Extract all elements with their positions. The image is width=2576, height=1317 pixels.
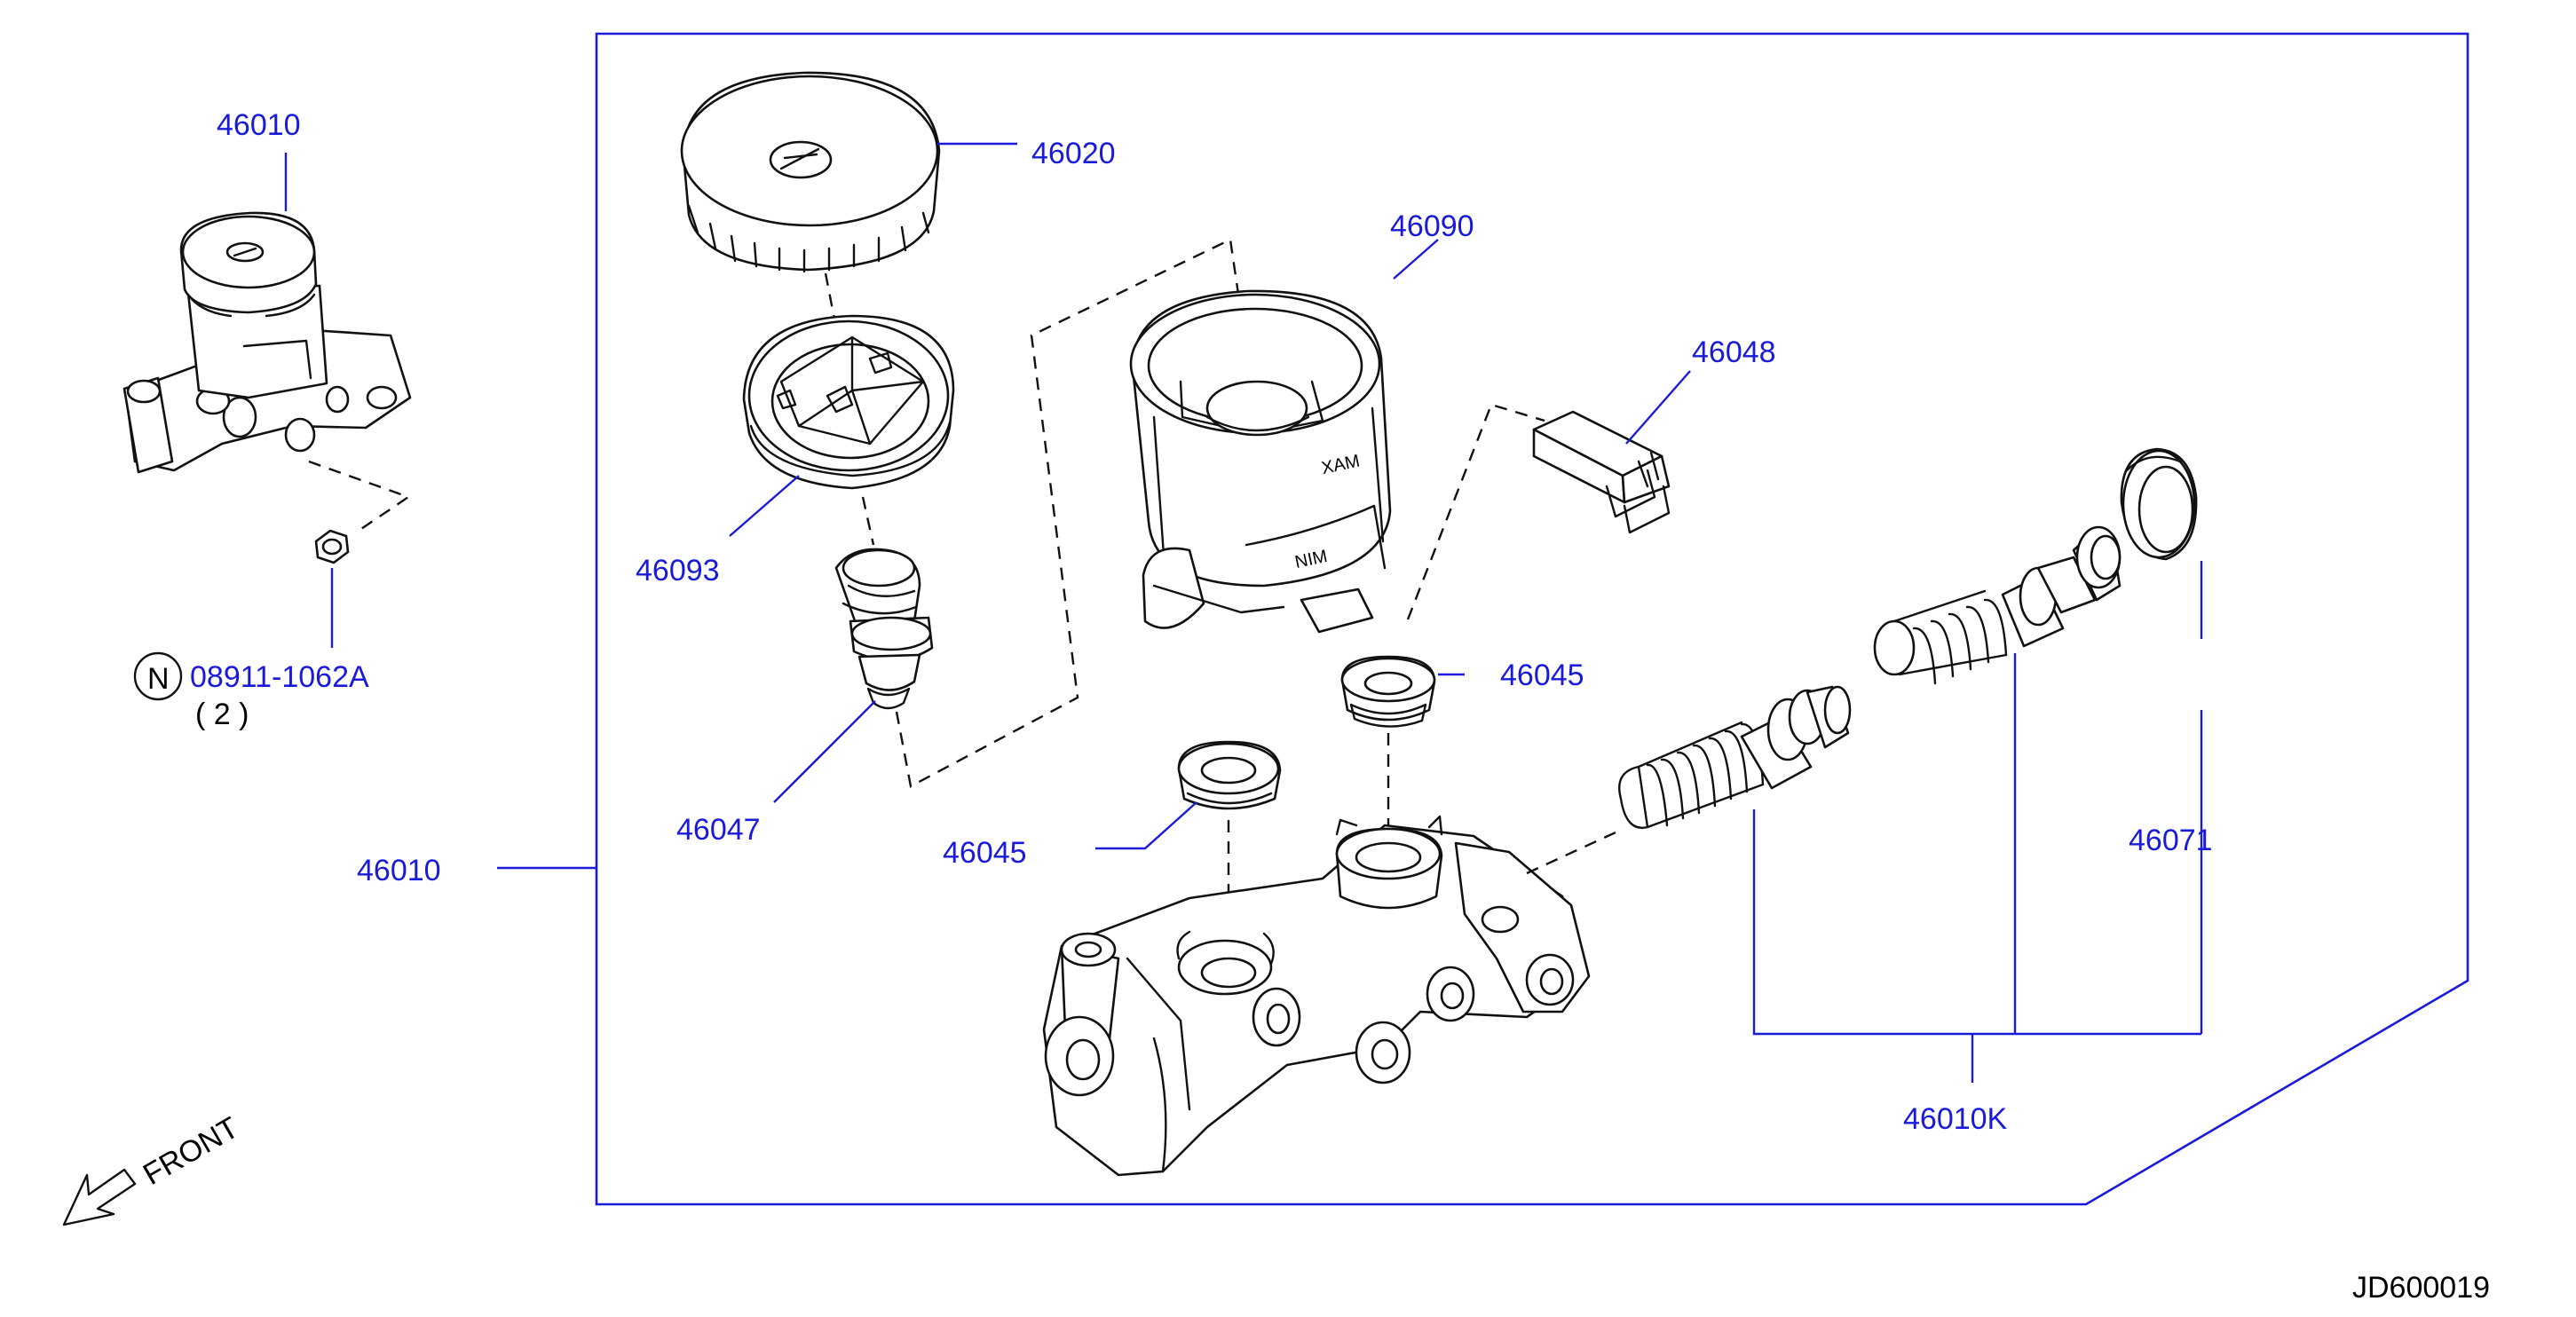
leader-46048 [1625, 370, 1691, 445]
diagram-id: JD600019 [2352, 1271, 2490, 1305]
leader-46090 [1393, 239, 1439, 280]
float-switch [834, 548, 934, 710]
label-46090: 46090 [1390, 209, 1474, 243]
reservoir-cap [680, 71, 941, 273]
master-cylinder-assembly-small [122, 211, 412, 474]
grommet-front [1177, 740, 1282, 810]
piston-boot [2120, 447, 2198, 561]
primary-piston [2001, 525, 2122, 648]
strainer [742, 314, 955, 490]
label-46047: 46047 [676, 813, 761, 847]
dash-tank-connector [1406, 403, 1545, 620]
label-46010-top: 46010 [217, 108, 301, 142]
dash-float-body [895, 238, 1241, 788]
label-46093: 46093 [636, 554, 720, 588]
dash-strainer-float [861, 496, 875, 546]
label-46010K: 46010K [1903, 1102, 2008, 1136]
nut-quantity: ( 2 ) [195, 698, 249, 731]
primary-spring [1873, 589, 2008, 685]
secondary-spring [1618, 721, 1765, 830]
assembly-frame [595, 32, 2469, 1206]
nut-part-number: 08911-1062A [190, 660, 369, 694]
grommet-rear [1340, 655, 1436, 728]
dash-body-spring [1526, 831, 1616, 875]
label-46045: 46045 [943, 836, 1027, 870]
front-arrow: FRONT [62, 1110, 244, 1226]
leader-46093 [729, 475, 800, 537]
secondary-piston [1740, 685, 1852, 790]
label-46048: 46048 [1692, 335, 1776, 369]
nut-symbol-circle: N [133, 651, 183, 701]
kit-bracket-46010K [1752, 653, 2201, 1083]
pin-connector [1532, 410, 1671, 534]
label-46045-right: 46045 [1500, 658, 1584, 692]
label-46020: 46020 [1031, 137, 1116, 170]
front-label: FRONT [138, 1110, 244, 1191]
leader-46045 [1095, 801, 1197, 850]
leader-46047 [773, 700, 876, 803]
nut-symbol: N [147, 662, 170, 696]
label-46071: 46071 [2129, 824, 2213, 857]
nut [308, 460, 411, 564]
master-cylinder-body [1042, 815, 1591, 1177]
reservoir-tank: XAM NIM [1129, 289, 1392, 634]
label-46010-left: 46010 [357, 854, 441, 887]
